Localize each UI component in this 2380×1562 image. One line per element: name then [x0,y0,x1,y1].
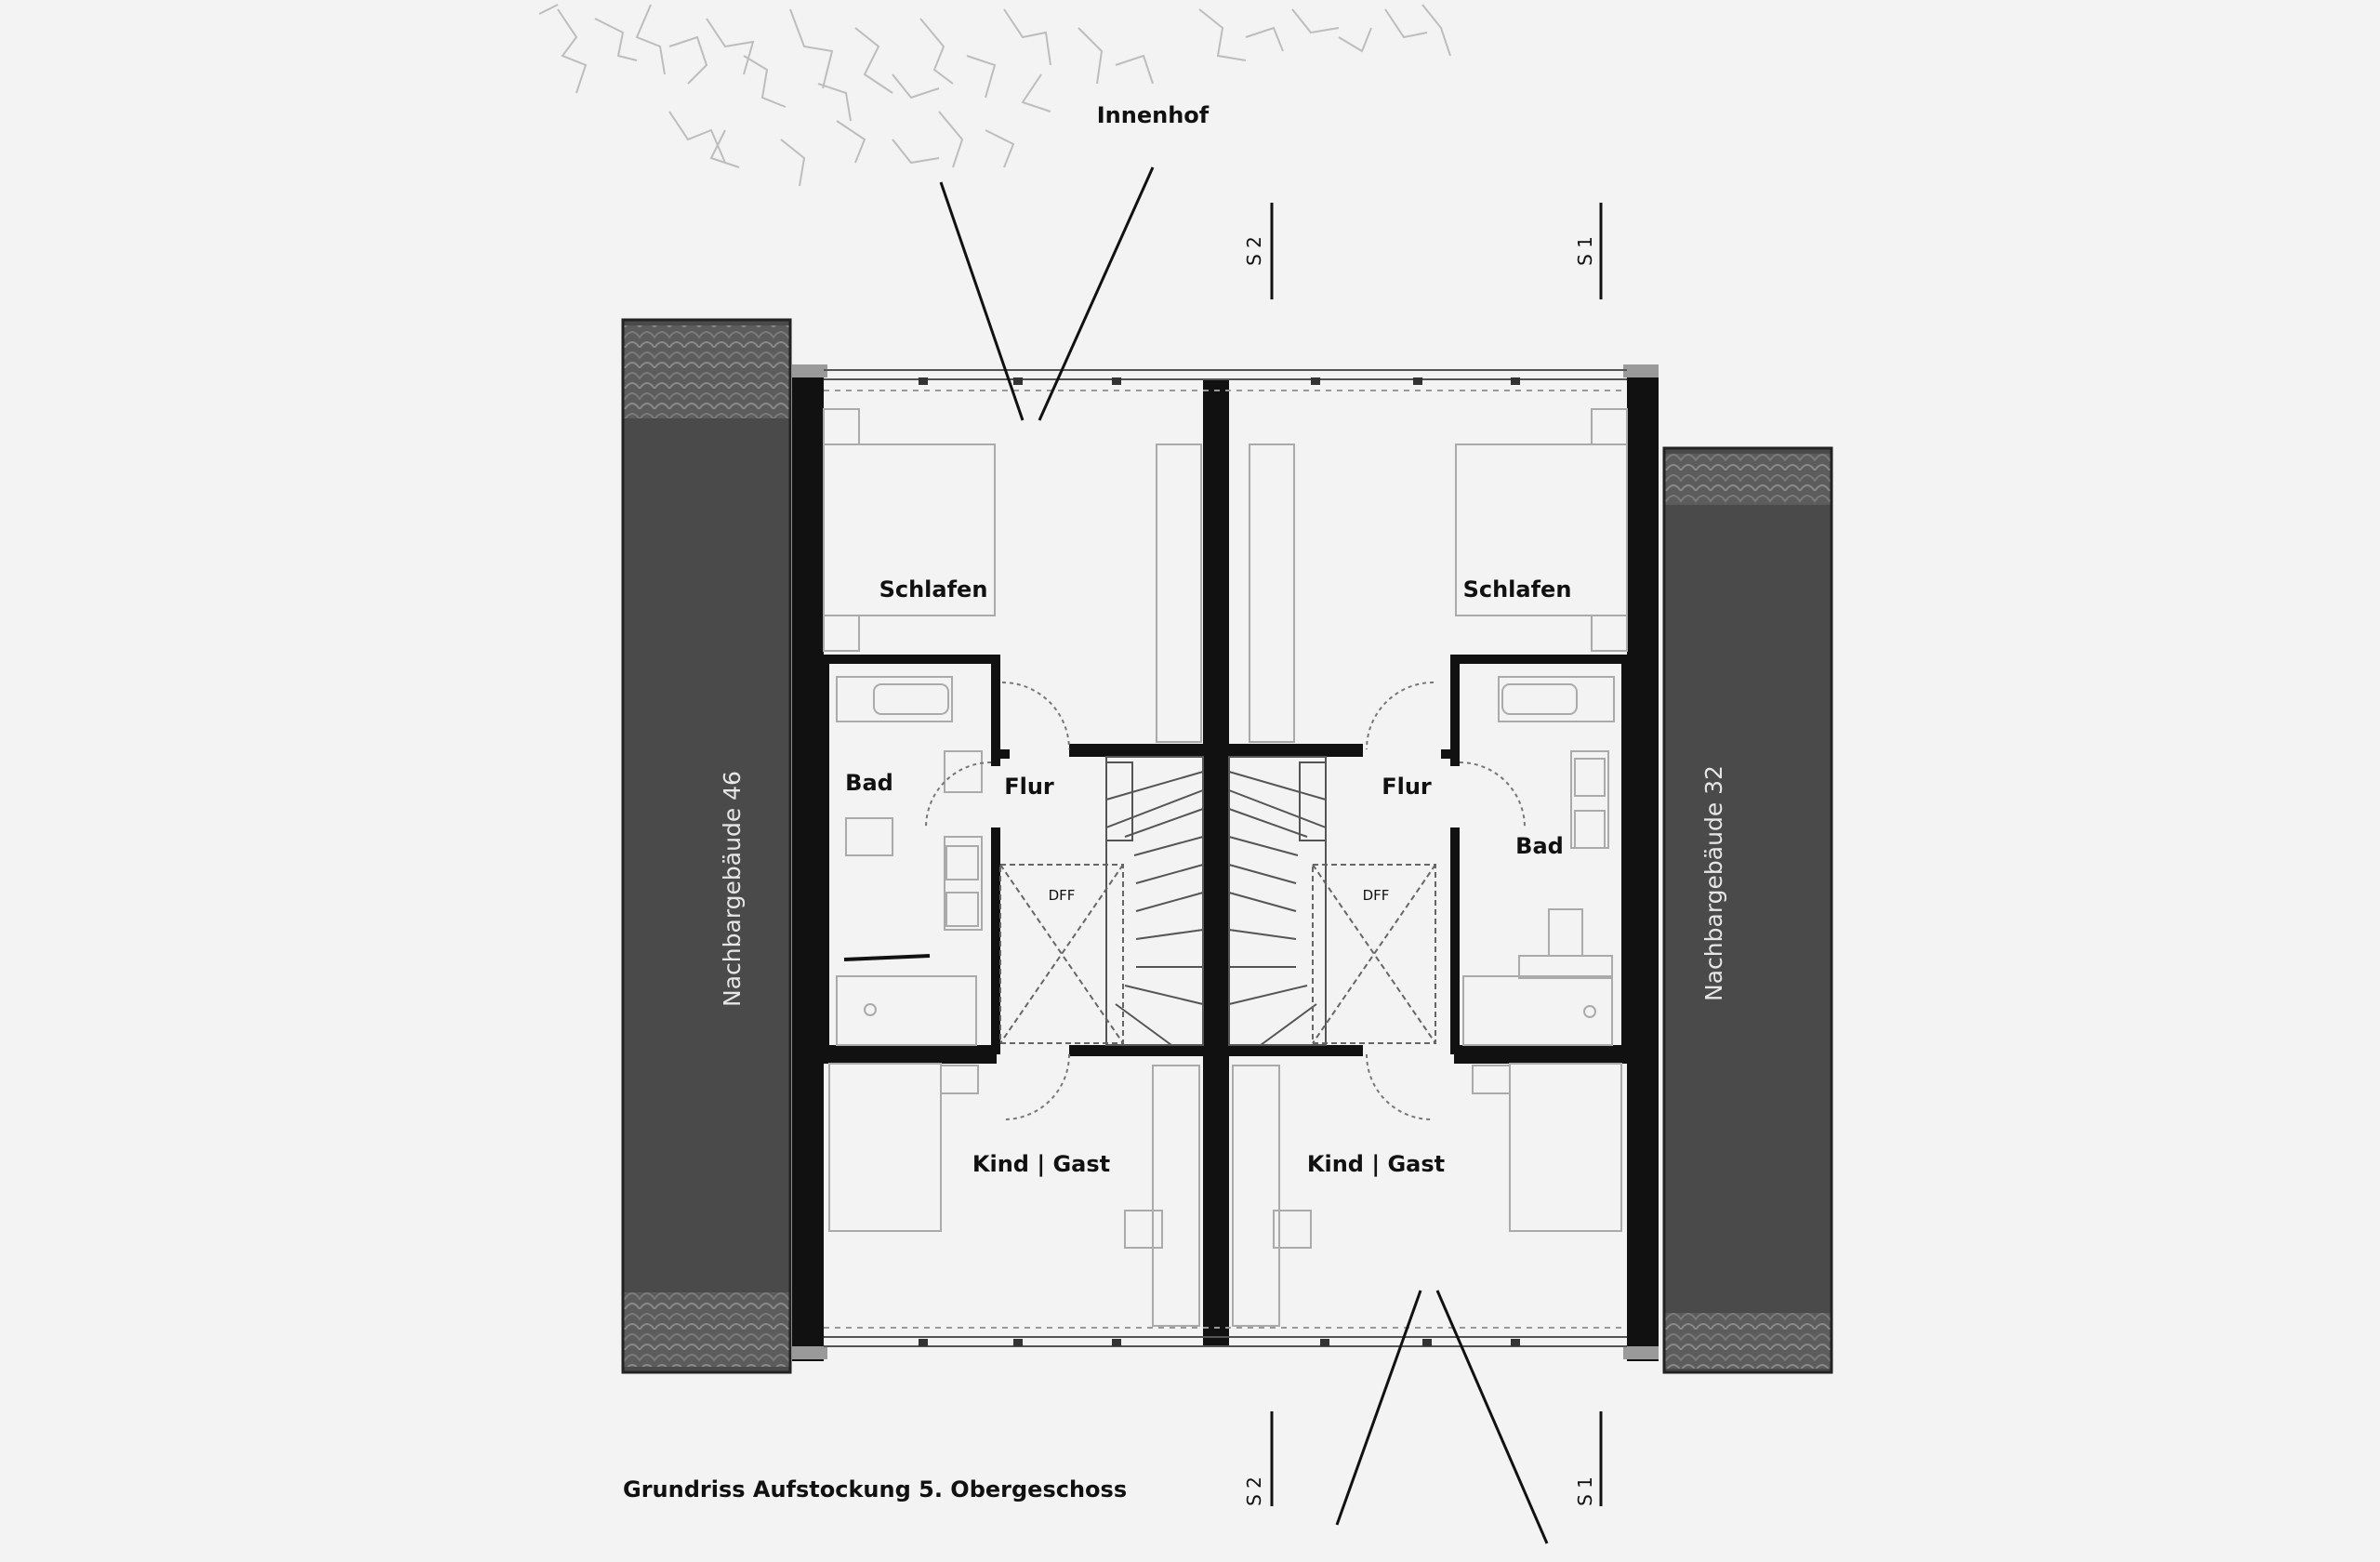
staircase [1105,756,1327,1046]
door-swings [925,682,1526,1120]
section-s2-bottom: S 2 [1243,1476,1265,1506]
interior-walls [820,655,1631,1064]
drawing-caption: Grundriss Aufstockung 5. Obergeschoss [623,1476,1127,1502]
skylight-right [1312,864,1436,1044]
tree-canopy [538,4,1451,187]
neighbor-right-label: Nachbargebäude 32 [1700,765,1727,1001]
room-label-bedroom-right: Schlafen [1463,576,1572,602]
furniture [823,408,1628,1327]
section-s2-top: S 2 [1243,236,1265,266]
section-s1-bottom: S 1 [1574,1476,1596,1506]
shower-fixture [843,954,931,961]
neighbor-building-right [1662,446,1833,1374]
skylight-label-right: DFF [1363,887,1390,904]
facade-posts [919,377,1520,1346]
skylight-left [999,864,1124,1044]
building-walls [792,364,1659,1361]
courtyard-label: Innenhof [1097,102,1210,128]
room-label-child-left: Kind | Gast [972,1151,1110,1177]
section-s1-top: S 1 [1574,236,1596,266]
facade-glazing [824,369,1627,1347]
room-label-bedroom-left: Schlafen [879,576,988,602]
room-label-bath-left: Bad [845,770,893,796]
room-label-bath-right: Bad [1515,833,1564,859]
skylight-label-left: DFF [1049,887,1076,904]
room-label-hall-left: Flur [1004,774,1054,800]
neighbor-left-label: Nachbargebäude 46 [719,771,746,1007]
neighbor-building-left [621,318,792,1374]
room-label-hall-right: Flur [1382,774,1432,800]
section-markers [939,166,1603,1544]
room-label-child-right: Kind | Gast [1307,1151,1445,1177]
